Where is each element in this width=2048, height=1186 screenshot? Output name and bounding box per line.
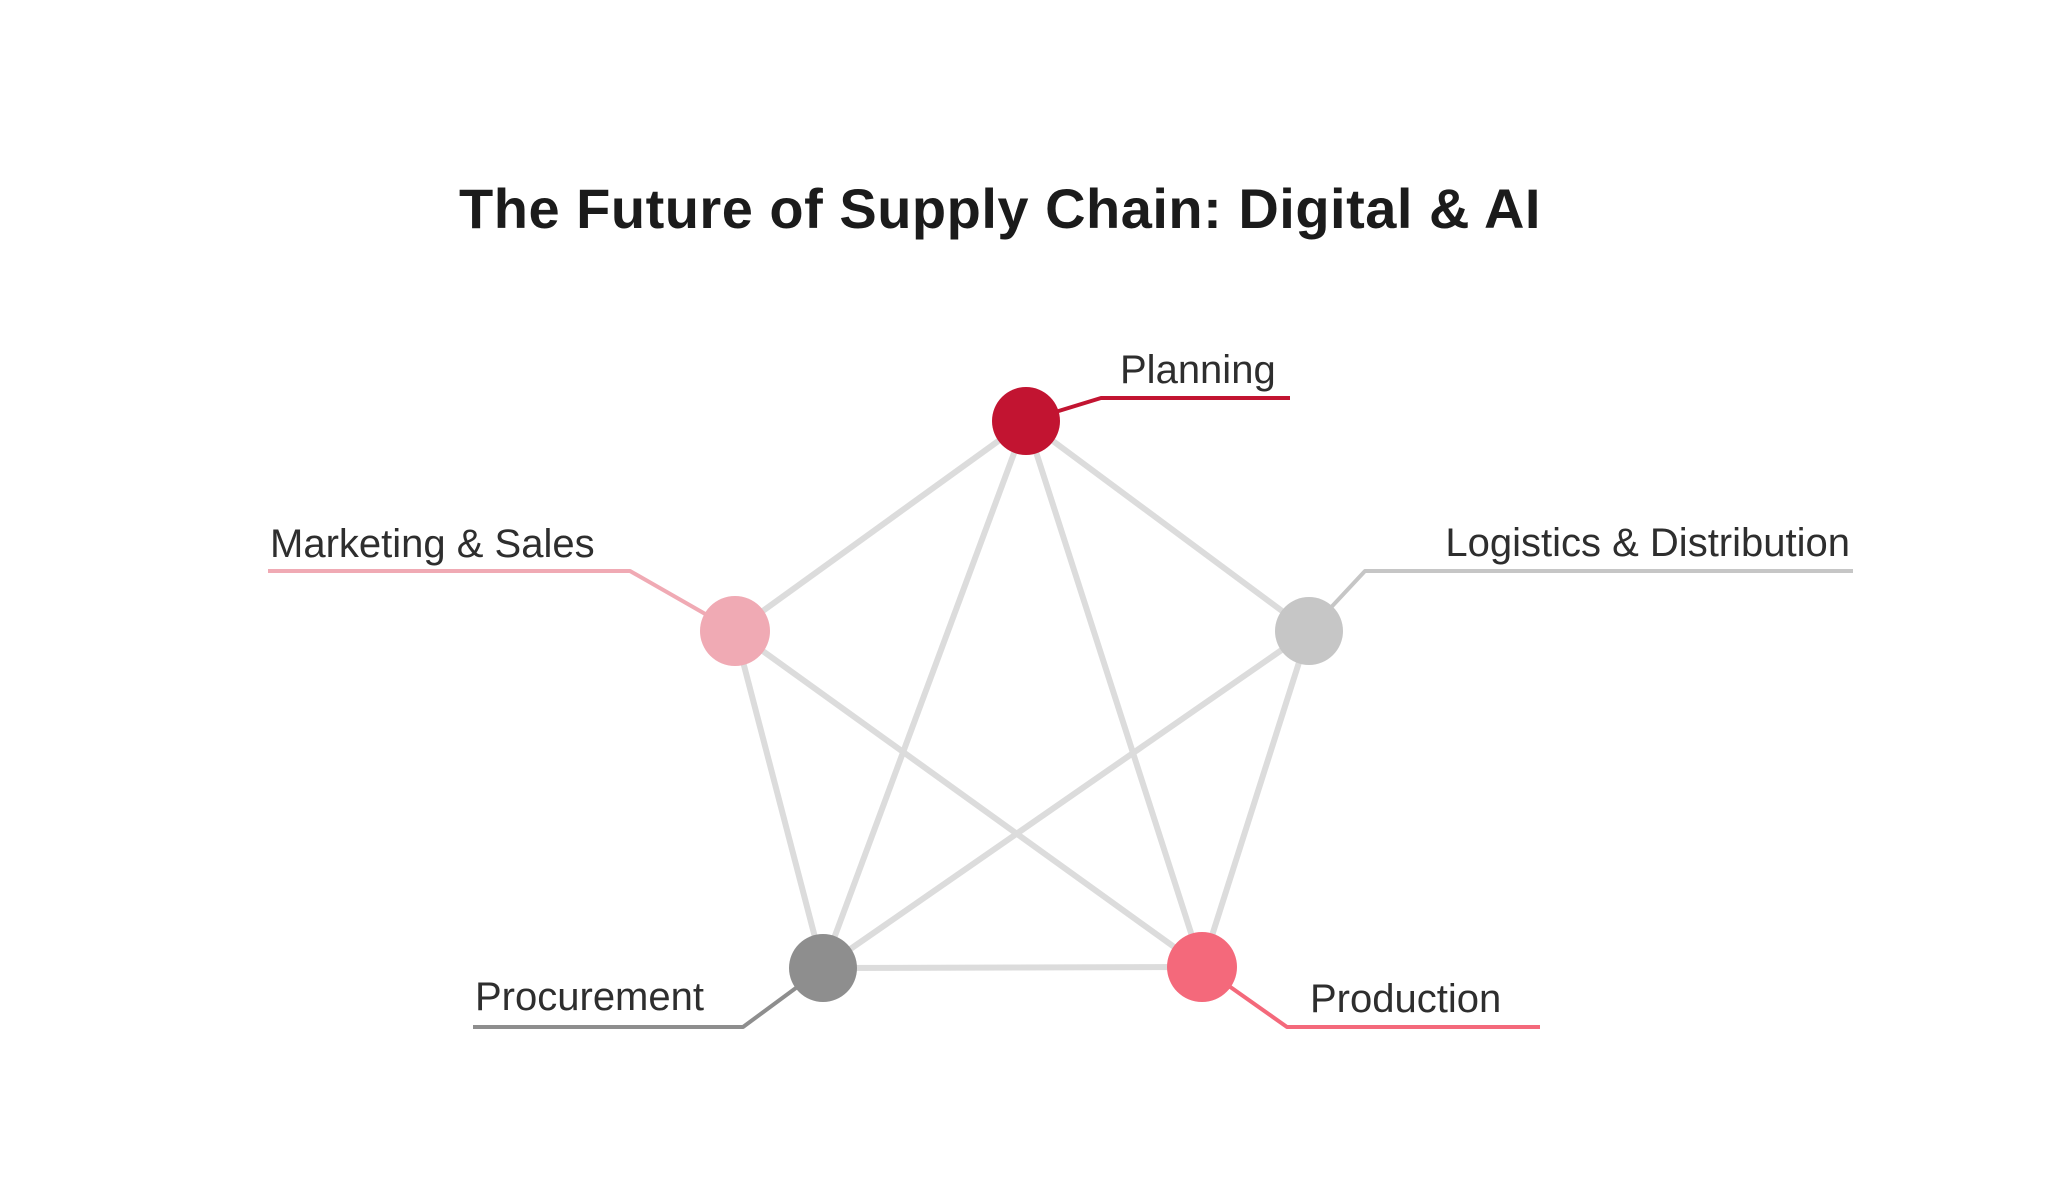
label-planning: Planning	[1120, 348, 1276, 392]
leader-planning	[1025, 396, 1290, 423]
edge-planning-logistics	[1024, 418, 1311, 634]
label-logistics: Logistics & Distribution	[1445, 521, 1850, 565]
node-production	[1167, 932, 1237, 1002]
node-group	[700, 387, 1343, 1002]
edge-planning-production	[1023, 420, 1205, 968]
node-planning	[992, 387, 1060, 455]
edge-marketing-procurement	[732, 630, 826, 969]
label-marketing: Marketing & Sales	[270, 522, 595, 566]
label-procurement: Procurement	[475, 975, 704, 1019]
edge-logistics-production	[1199, 630, 1312, 968]
edge-logistics-procurement	[821, 628, 1311, 971]
node-label-group: Planning Marketing & Sales Logistics & D…	[270, 348, 1850, 1021]
node-marketing	[700, 596, 770, 666]
leader-logistics	[1307, 569, 1853, 633]
leader-marketing	[268, 569, 736, 633]
label-production: Production	[1310, 977, 1501, 1021]
edge-planning-marketing	[733, 418, 1028, 634]
edge-marketing-production	[733, 628, 1204, 970]
edge-group	[732, 418, 1312, 971]
node-logistics	[1275, 597, 1343, 665]
edge-planning-procurement	[820, 419, 1029, 970]
node-procurement	[789, 934, 857, 1002]
leader-line-group	[268, 396, 1853, 1029]
page-title: The Future of Supply Chain: Digital & AI	[459, 177, 1541, 240]
edge-procurement-production	[822, 964, 1203, 971]
